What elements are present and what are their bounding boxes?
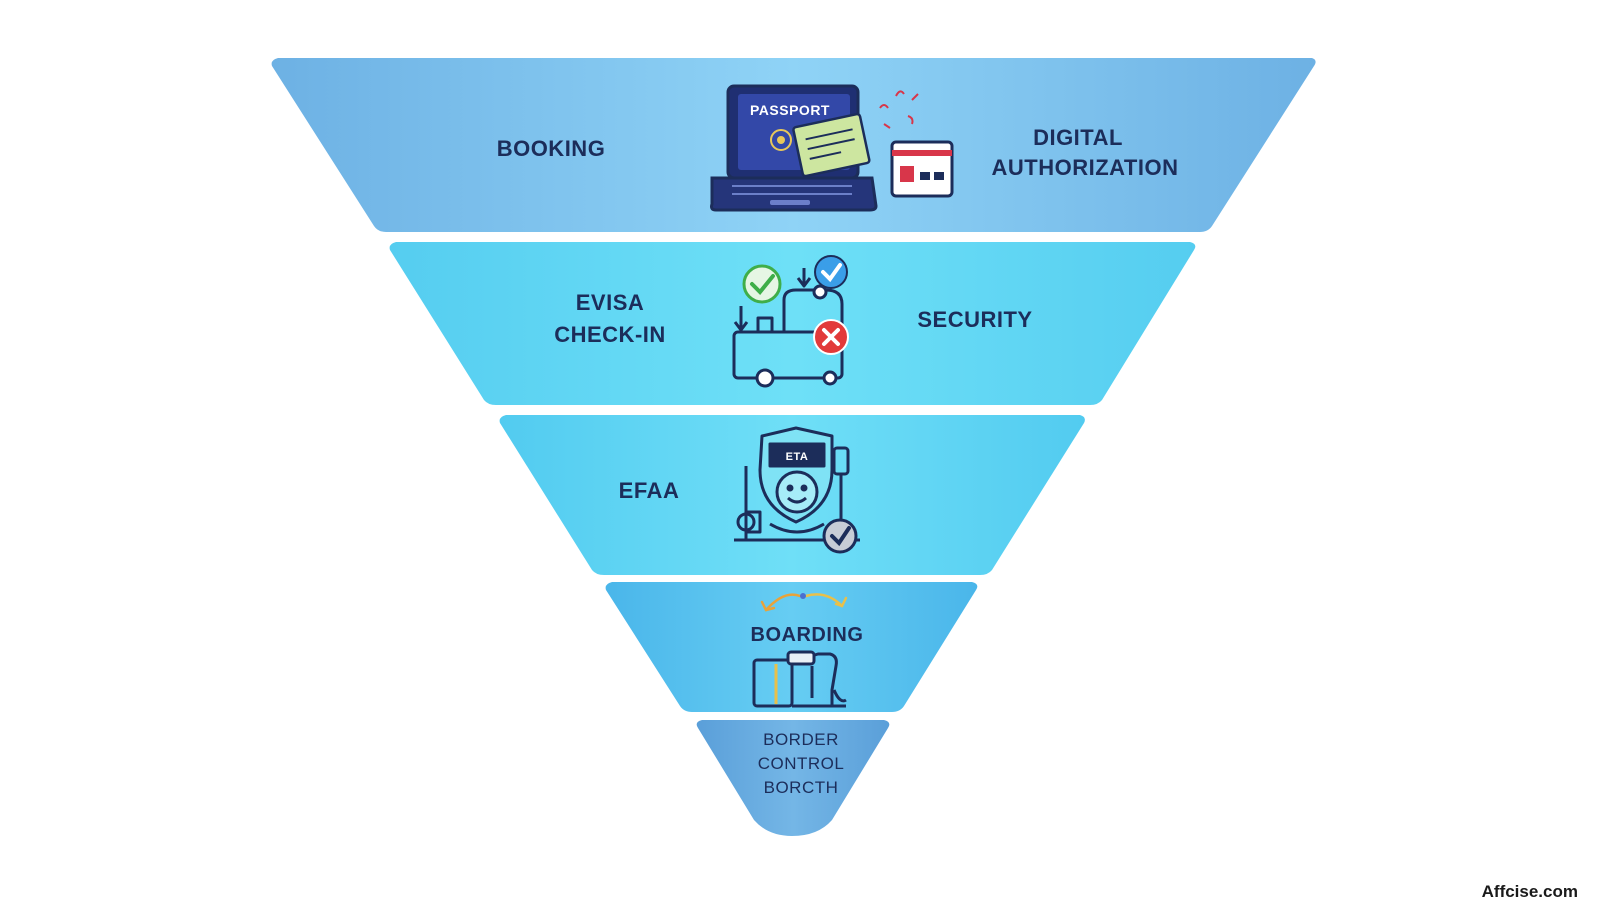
stage-2-left-label-line-2: CHECK-IN (554, 322, 666, 347)
watermark: Affcise.com (1481, 882, 1578, 901)
funnel-stage-4 (605, 582, 978, 712)
red-cross-icon (813, 319, 849, 355)
stage-1-right-label-line-1: DIGITAL (1033, 125, 1123, 150)
stage-1-left-label: BOOKING (497, 136, 606, 161)
stage-4-label: BOARDING (751, 624, 864, 646)
flight-path-arrows-icon (760, 593, 848, 612)
stage-2-right-label: SECURITY (917, 307, 1032, 332)
officer-badge-text: ETA (786, 451, 809, 463)
officer-shield-icon (734, 426, 860, 542)
stage-5-label-line-2: CONTROL (758, 754, 845, 773)
grey-check-icon (822, 518, 858, 554)
green-check-icon (742, 264, 782, 304)
boarding-gate-icon (752, 650, 847, 708)
funnel-stage-2 (389, 242, 1196, 405)
funnel-stage-5 (696, 720, 890, 836)
stage-5-label-line-1: BORDER (763, 730, 839, 749)
laptop-passport-icon: PASSPORT (710, 84, 954, 212)
stage-2-left-label-line-1: EVISA (576, 290, 645, 315)
stage-5-label-line-3: BORCTH (764, 778, 839, 797)
passport-title: PASSPORT (750, 102, 830, 118)
blue-check-icon (814, 255, 848, 289)
stage-3-left-label: EFAA (619, 478, 680, 503)
stage-1-right-label-line-2: AUTHORIZATION (992, 155, 1179, 180)
luggage-cart-check-icon (732, 268, 844, 388)
